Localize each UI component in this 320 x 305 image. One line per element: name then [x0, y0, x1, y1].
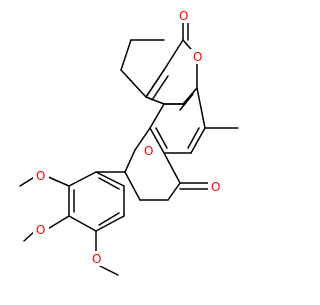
lactone-ring — [145, 21, 198, 105]
atom-labels: O O O O O O O — [33, 8, 224, 266]
aromatic-ring — [149, 87, 206, 154]
molecule-structure: O O O O O O O — [19, 8, 239, 276]
pyran-ring-oxygen-label: O — [144, 144, 153, 158]
pyranone-ring — [124, 127, 209, 201]
methoxy-oxygen-upper-label: O — [36, 169, 45, 183]
methoxy-oxygen-middle-label: O — [36, 223, 45, 237]
trimethoxyphenyl-ring — [68, 171, 126, 232]
carbonyl-oxygen-top-label: O — [179, 9, 188, 23]
methoxy-oxygen-lower-label: O — [92, 252, 101, 266]
ketone-oxygen-label: O — [211, 180, 220, 194]
molecule-canvas: O O O O O O O — [19, 8, 239, 276]
cyclopentane-ring — [120, 39, 165, 98]
lactone-ring-oxygen-label: O — [193, 50, 202, 64]
